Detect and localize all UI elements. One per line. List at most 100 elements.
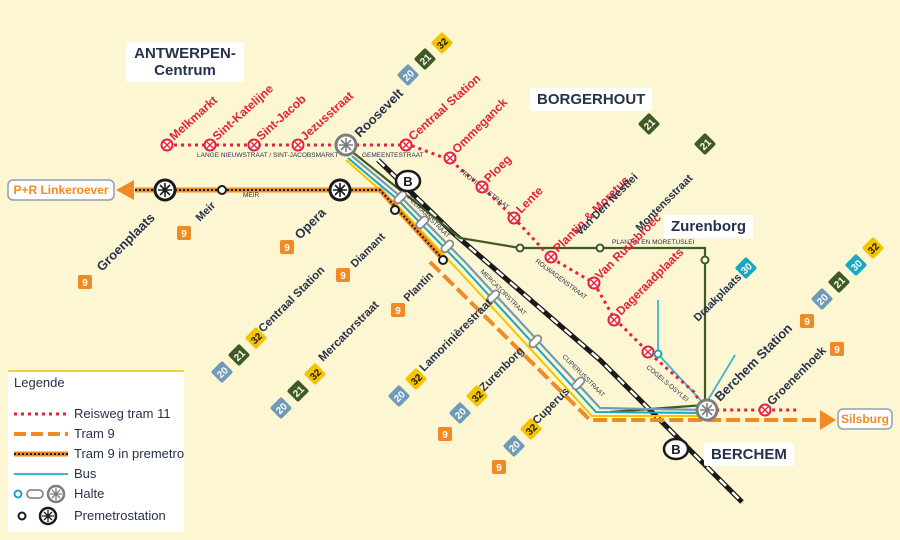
svg-text:Mercatorstraat: Mercatorstraat [317,299,382,364]
arrow-left-icon [116,180,134,200]
svg-text:Diamant: Diamant [349,231,388,270]
svg-text:9: 9 [804,317,810,328]
line-badge[interactable]: 32 [405,368,428,391]
svg-text:Lamorinièrestraat: Lamorinièrestraat [418,297,495,374]
svg-text:B: B [671,442,680,457]
legend-halte: Halte [8,484,184,504]
tram-stop-icon[interactable] [393,190,408,205]
street-label: LANGE NIEUWSTRAAT / SINT-JACOBSMARKT [197,152,338,159]
destination-silsburg[interactable]: Silsburg [837,408,893,430]
stop-lente[interactable]: Lente [507,183,546,225]
line-badge[interactable]: 20 [211,361,234,384]
line-badge[interactable]: 9 [78,275,92,289]
legend-reisweg: Reisweg tram 11 [14,406,171,421]
svg-text:Cuperus: Cuperus [531,386,572,427]
arrow-right-icon [820,410,836,430]
line-badge[interactable]: 32 [466,385,489,408]
svg-text:9: 9 [395,306,401,317]
svg-text:9: 9 [834,345,840,356]
tram-30-line [347,157,706,414]
line-badge[interactable]: 32 [862,237,885,260]
svg-text:9: 9 [82,278,88,289]
line-badge[interactable]: 9 [391,303,405,317]
svg-text:Groenenhoek: Groenenhoek [764,343,829,408]
line-badge[interactable]: 9 [830,342,844,356]
svg-text:Zurenborg: Zurenborg [478,345,527,394]
tram-stop-icon[interactable] [415,215,430,230]
line-badges: 20 21 32 9 9 9 9 9 20 21 32 20 21 32 20 … [78,32,884,474]
tram-stop-icon[interactable] [653,349,663,359]
tram-9-line [428,260,830,422]
street-label: GEMEENTESTRAAT [362,152,424,159]
line-badge[interactable]: 32 [431,32,454,55]
line-badge[interactable]: 20 [388,385,411,408]
street-label: MEIR [243,192,260,199]
svg-text:P+R Linkeroever: P+R Linkeroever [13,183,108,197]
line-badge[interactable]: 32 [520,418,543,441]
svg-text:Ploeg: Ploeg [481,152,514,185]
line-badge[interactable]: 9 [280,240,294,254]
line-badge[interactable]: 9 [800,314,814,328]
line-badge[interactable]: 9 [438,427,452,441]
tram-stop-icon[interactable] [515,243,525,253]
line-badge[interactable]: 9 [336,268,350,282]
svg-text:Lente: Lente [513,183,546,216]
railway-station-icon[interactable]: B [662,437,690,461]
tram-stop-icon[interactable] [595,243,605,253]
line-badge[interactable]: 20 [503,435,526,458]
svg-text:9: 9 [181,229,187,240]
line-badge[interactable]: 21 [694,133,717,156]
svg-text:9: 9 [496,463,502,474]
area-borgerhout: BORGERHOUT [530,88,653,111]
svg-text:B: B [403,174,412,189]
line-badge[interactable]: 32 [304,363,327,386]
stop-cogels-osylei[interactable] [641,345,655,359]
stop-ploeg[interactable]: Ploeg [475,152,515,194]
svg-text:9: 9 [340,271,346,282]
tram-21-line [349,149,707,414]
premetro-stop-plantin[interactable]: Plantin [402,255,448,304]
line-badge[interactable]: 21 [228,344,251,367]
svg-text:Opera: Opera [292,204,330,242]
svg-text:Silsburg: Silsburg [841,412,889,426]
svg-text:9: 9 [442,430,448,441]
line-badge[interactable]: 9 [177,226,191,240]
svg-text:Meir: Meir [194,199,219,224]
legend-tram9: Tram 9 [14,426,115,441]
line-badge[interactable]: 21 [638,113,661,136]
area-berchem: BERCHEM [704,443,794,466]
tram-stop-icon[interactable] [700,255,710,265]
line-badge[interactable]: 9 [492,460,506,474]
tram-stops [393,190,710,391]
line-badge[interactable]: 20 [811,288,834,311]
line-badge[interactable]: 20 [449,402,472,425]
street-label: COGELS-OSYLEI [645,364,690,403]
svg-text:Draakplaats: Draakplaats [692,272,745,325]
tram-stop-icon[interactable] [486,289,501,304]
stop-berchem-station[interactable]: Berchem Station [695,320,795,422]
svg-text:Ommeganck: Ommeganck [449,95,510,156]
tram-stop-icon[interactable] [571,376,586,391]
line-badge[interactable]: 21 [287,380,310,403]
line-badge[interactable]: 21 [414,48,437,71]
railway-station-icon[interactable]: B [394,169,422,193]
tram-9-premetro-line [135,187,442,258]
line-badge[interactable]: 30 [845,254,868,277]
premetro-stop-diamant[interactable]: Diamant [349,205,400,270]
line-badge[interactable]: 30 [735,257,758,280]
legend-bus: Bus [14,466,97,481]
line-badge[interactable]: 20 [270,397,293,420]
line-badge[interactable]: 32 [245,327,268,350]
tram-stop-icon[interactable] [440,239,455,254]
railway-line [376,158,744,504]
svg-text:Centraal Station: Centraal Station [257,264,328,335]
bus-line-berchem [704,354,736,406]
tram-stop-icon[interactable] [528,334,543,349]
line-badge[interactable]: 20 [397,64,420,87]
area-zurenborg: Zurenborg [664,215,753,238]
legend-premetro: Tram 9 in premetro [14,446,185,461]
line-badge[interactable]: 21 [828,271,851,294]
svg-text:Van Den Nestlei: Van Den Nestlei [574,171,641,238]
destination-linkeroever[interactable]: P+R Linkeroever [7,179,115,201]
